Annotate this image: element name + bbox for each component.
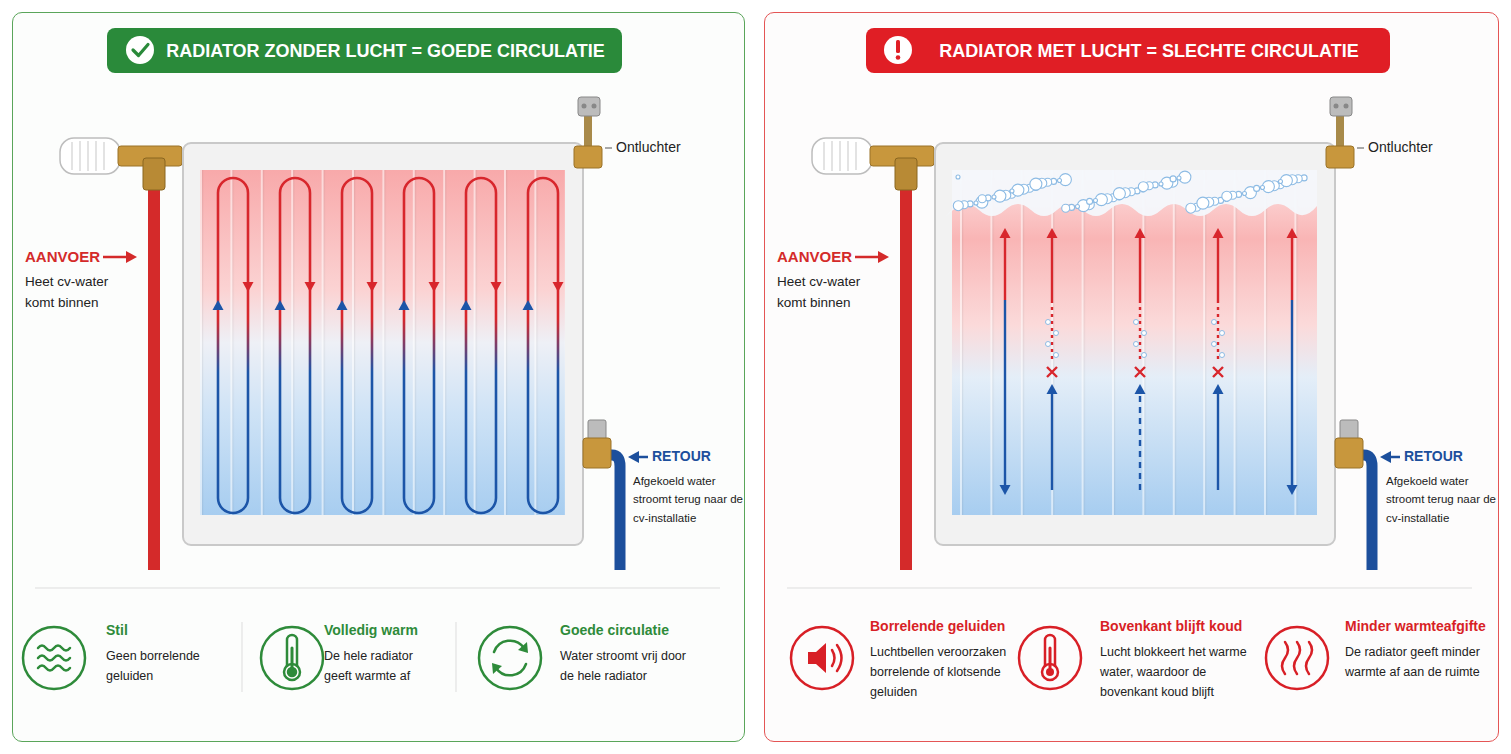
flow-note: Afgekoeld water stroomt terug naar de cv…: [1386, 472, 1504, 527]
part-label: Ontluchter: [616, 139, 726, 155]
flow-note: Afgekoeld water stroomt terug naar de cv…: [633, 472, 751, 527]
feature-text: Geen borrelende geluiden: [106, 646, 226, 686]
feature-heading: Minder warmteafgifte: [1345, 618, 1495, 634]
part-label: Ontluchter: [1368, 139, 1478, 155]
panel-title: RADIATOR MET LUCHT = SLECHTE CIRCULATIE: [912, 29, 1386, 74]
feature-heading: Stil: [106, 622, 226, 638]
feature-heading: Borrelende geluiden: [870, 618, 1020, 634]
feature-text: Lucht blokkeert het warme water, waardoo…: [1100, 642, 1260, 702]
flow-note: Heet cv-water komt binnen: [777, 272, 879, 314]
flow-label: RETOUR: [1404, 448, 1484, 464]
feature-heading: Volledig warm: [324, 622, 444, 638]
flow-label: RETOUR: [652, 448, 732, 464]
panel-title: RADIATOR ZONDER LUCHT = GOEDE CIRCULATIE: [153, 29, 618, 74]
flow-label: AANVOER: [25, 248, 105, 265]
flow-label: AANVOER: [777, 248, 857, 265]
feature-heading: Goede circulatie: [560, 622, 710, 638]
feature-text: Luchtbellen veroorzaken borrelende of kl…: [870, 642, 1010, 702]
feature-text: De radiator geeft minder warmte af aan d…: [1345, 642, 1485, 682]
feature-heading: Bovenkant blijft koud: [1100, 618, 1270, 634]
flow-note: Heet cv-water komt binnen: [25, 272, 127, 314]
feature-text: De hele radiator geeft warmte af: [324, 646, 439, 686]
feature-text: Water stroomt vrij door de hele radiator: [560, 646, 695, 686]
